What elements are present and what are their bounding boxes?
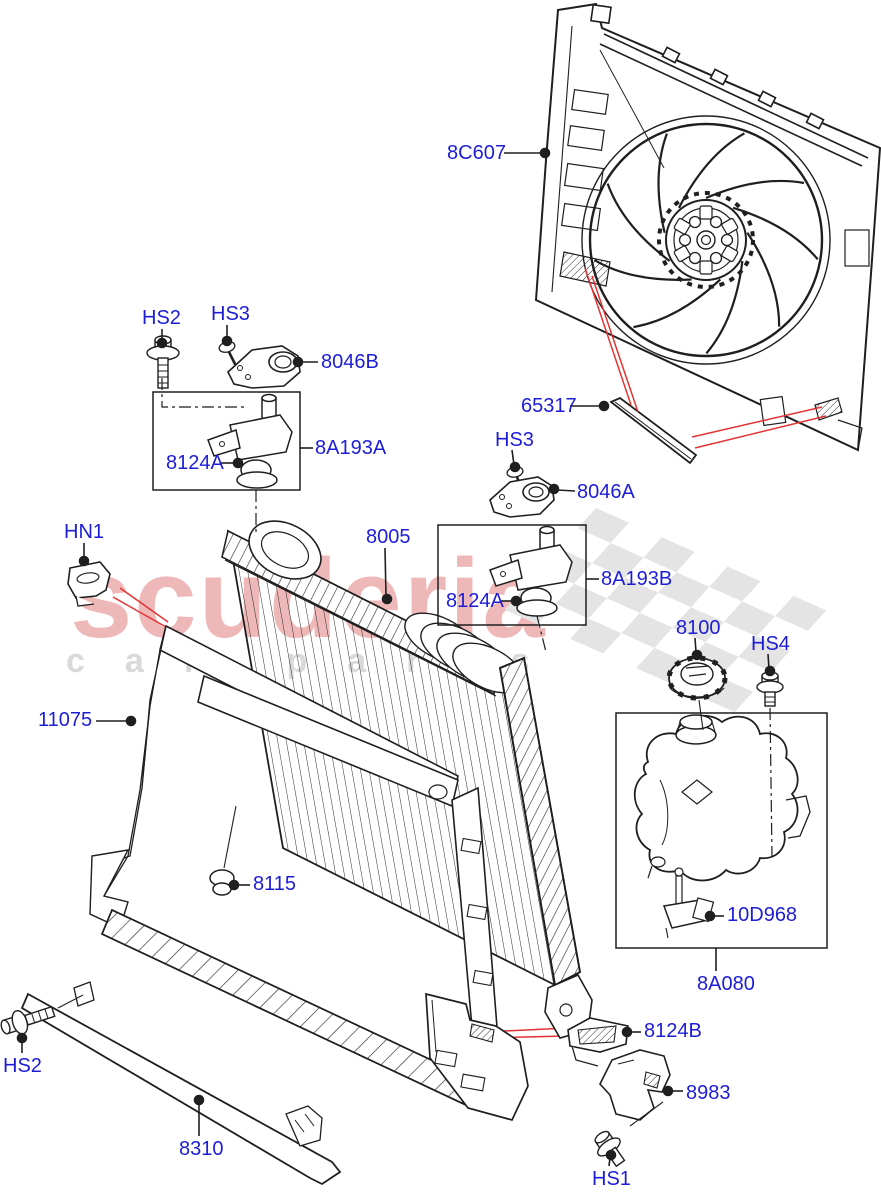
bracket-8046B [227,345,301,389]
hs1-bolt [594,1130,626,1168]
pressure-cap [666,655,728,701]
fan-hub [657,191,755,289]
part-label-HS3-mid[interactable]: HS3 [495,429,534,451]
part-label-8C607[interactable]: 8C607 [447,142,506,164]
clip-hn1 [67,561,111,607]
part-label-HS2-bottom[interactable]: HS2 [3,1055,42,1077]
part-label-8046B[interactable]: 8046B [321,351,379,373]
mount-kit-8A193B [437,524,587,626]
part-label-8124A-2[interactable]: 8124A [446,590,504,612]
drain-plug-8115 [209,805,237,896]
part-label-8A193B[interactable]: 8A193B [601,568,673,590]
hs4-bolt [756,671,784,707]
part-label-11075[interactable]: 11075 [38,709,93,731]
hs2-bottom-bolt [0,1005,56,1035]
part-label-HS4[interactable]: HS4 [751,633,790,655]
part-label-8115[interactable]: 8115 [253,873,297,895]
air-deflector [20,981,342,1186]
leader-lines [16,147,776,1167]
part-label-8A080[interactable]: 8A080 [697,973,755,995]
seal-strip-65317 [609,396,698,465]
assembly-axis-lines [161,378,773,857]
fan-shroud-assembly [534,2,881,452]
part-label-8983[interactable]: 8983 [686,1082,731,1104]
mount-kit-8A193A [152,391,301,491]
red-locator-lines [112,267,827,1039]
radiator-support-frame [89,624,529,1122]
part-label-HN1[interactable]: HN1 [64,521,105,543]
part-label-8100[interactable]: 8100 [676,617,721,639]
part-label-8046A[interactable]: 8046A [577,481,635,503]
bracket-8983 [599,1049,671,1121]
part-label-8124B[interactable]: 8124B [644,1020,702,1042]
part-label-8A193A[interactable]: 8A193A [315,437,387,459]
insulator-8124B [567,1017,629,1067]
part-label-10D968[interactable]: 10D968 [727,904,798,926]
bracket-8046A [489,476,555,518]
expansion-tank-kit-8A080 [615,712,828,949]
part-label-8310[interactable]: 8310 [179,1138,224,1160]
part-label-HS1[interactable]: HS1 [592,1168,631,1190]
part-label-HS2-top[interactable]: HS2 [142,307,181,329]
part-label-8124A-1[interactable]: 8124A [166,452,224,474]
part-label-HS3-top[interactable]: HS3 [211,303,250,325]
part-label-65317[interactable]: 65317 [521,395,577,417]
part-label-8005[interactable]: 8005 [366,526,411,548]
